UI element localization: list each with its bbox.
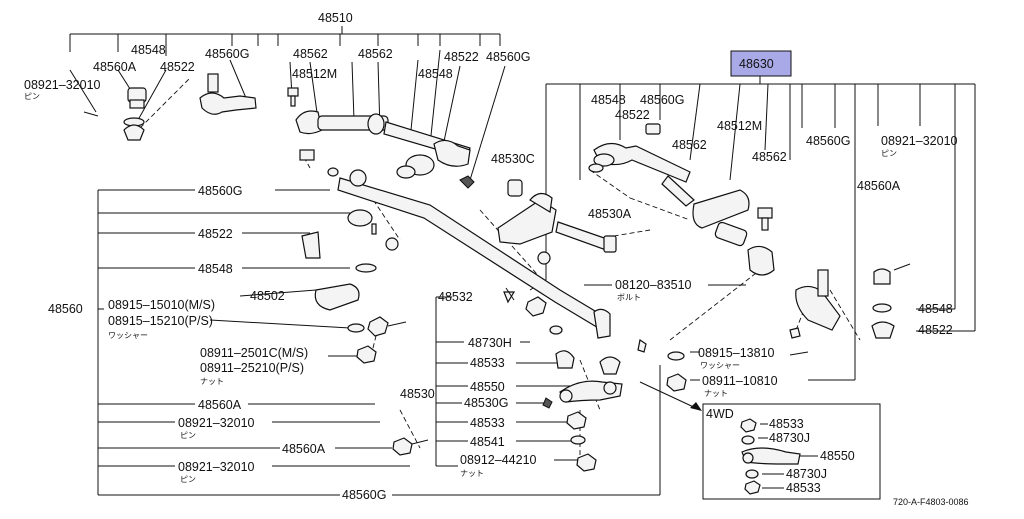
label-48562[interactable]: 48562 — [752, 150, 787, 164]
label-48522[interactable]: 48522 — [160, 60, 195, 74]
label-48522[interactable]: 48522 — [198, 227, 233, 241]
label-48530a[interactable]: 48530A — [588, 207, 632, 221]
label-08915-13810[interactable]: 08915–13810 — [698, 346, 775, 360]
label-48541[interactable]: 48541 — [470, 435, 505, 449]
label-48550[interactable]: 48550 — [820, 449, 855, 463]
label-08911-10810[interactable]: 08911–10810 — [702, 374, 778, 388]
label-48502[interactable]: 48502 — [250, 289, 285, 303]
label-pin: ピン — [881, 149, 897, 158]
label-pin: ピン — [180, 475, 196, 484]
drawing-code: 720-A-F4803-0086 — [893, 497, 969, 507]
label-48562[interactable]: 48562 — [358, 47, 393, 61]
label-48530g[interactable]: 48530G — [464, 396, 508, 410]
label-48560a[interactable]: 48560A — [857, 179, 901, 193]
label-4wd: 4WD — [706, 407, 734, 421]
label-washer-jp: ワッシャー — [700, 361, 740, 370]
label-48548[interactable]: 48548 — [418, 67, 453, 81]
label-48522[interactable]: 48522 — [615, 108, 650, 122]
label-08915-15210[interactable]: 08915–15210(P/S) — [108, 314, 213, 328]
label-08921-32010[interactable]: 08921–32010 — [881, 134, 958, 148]
label-nut-jp: ナット — [704, 389, 728, 398]
label-48530[interactable]: 48530 — [400, 387, 435, 401]
label-washer-jp: ワッシャー — [108, 331, 148, 340]
label-48530c[interactable]: 48530C — [491, 152, 535, 166]
selected-part-highlight[interactable] — [730, 50, 792, 77]
label-48533[interactable]: 48533 — [470, 356, 505, 370]
label-48522[interactable]: 48522 — [444, 50, 479, 64]
label-pin: ピン — [24, 92, 40, 101]
label-48562[interactable]: 48562 — [293, 47, 328, 61]
label-08921-32010[interactable]: 08921–32010 — [178, 460, 255, 474]
label-48550[interactable]: 48550 — [470, 380, 505, 394]
label-48560a[interactable]: 48560A — [282, 442, 326, 456]
label-nut-jp: ナット — [200, 377, 224, 386]
label-48512m[interactable]: 48512M — [717, 119, 762, 133]
label-48560g[interactable]: 48560G — [486, 50, 530, 64]
label-nut-jp: ナット — [460, 469, 484, 478]
label-48533[interactable]: 48533 — [470, 416, 505, 430]
part-drawings — [83, 73, 911, 472]
label-48548[interactable]: 48548 — [131, 43, 166, 57]
label-48630[interactable]: 48630 — [739, 57, 774, 71]
label-08921-32010[interactable]: 08921–32010 — [24, 78, 101, 92]
label-48560g[interactable]: 48560G — [806, 134, 850, 148]
label-48532[interactable]: 48532 — [438, 290, 473, 304]
label-48512m[interactable]: 48512M — [292, 67, 337, 81]
label-08915-15010[interactable]: 08915–15010(M/S) — [108, 298, 215, 312]
label-48548[interactable]: 48548 — [198, 262, 233, 276]
label-08921-32010[interactable]: 08921–32010 — [178, 416, 255, 430]
label-48730h[interactable]: 48730H — [468, 336, 512, 350]
label-48562[interactable]: 48562 — [672, 138, 707, 152]
label-08911-2501c[interactable]: 08911–2501C(M/S) — [200, 346, 308, 360]
label-08912-44210[interactable]: 08912–44210 — [460, 453, 537, 467]
4wd-inset — [702, 403, 881, 500]
label-48533[interactable]: 48533 — [786, 481, 821, 495]
label-48560g[interactable]: 48560G — [640, 93, 684, 107]
label-48560[interactable]: 48560 — [48, 302, 83, 316]
label-48548[interactable]: 48548 — [918, 302, 953, 316]
label-pin: ピン — [180, 431, 196, 440]
label-48730j[interactable]: 48730J — [786, 467, 827, 481]
label-48560g[interactable]: 48560G — [198, 184, 242, 198]
label-48548[interactable]: 48548 — [591, 93, 626, 107]
label-08911-25210[interactable]: 08911–25210(P/S) — [200, 361, 304, 375]
label-48533[interactable]: 48533 — [769, 417, 804, 431]
label-48522[interactable]: 48522 — [918, 323, 953, 337]
label-08120-83510[interactable]: 08120–83510 — [615, 278, 692, 292]
label-48560g[interactable]: 48560G — [205, 47, 249, 61]
label-48510[interactable]: 48510 — [318, 11, 353, 25]
label-48560a[interactable]: 48560A — [93, 60, 137, 74]
label-48560a[interactable]: 48560A — [198, 398, 242, 412]
label-48730j[interactable]: 48730J — [769, 431, 810, 445]
part-labels: 48510 48548 48560A 48522 48560G 48562 48… — [24, 11, 969, 507]
label-48560g[interactable]: 48560G — [342, 488, 386, 502]
label-bolt-jp: ボルト — [617, 293, 641, 302]
